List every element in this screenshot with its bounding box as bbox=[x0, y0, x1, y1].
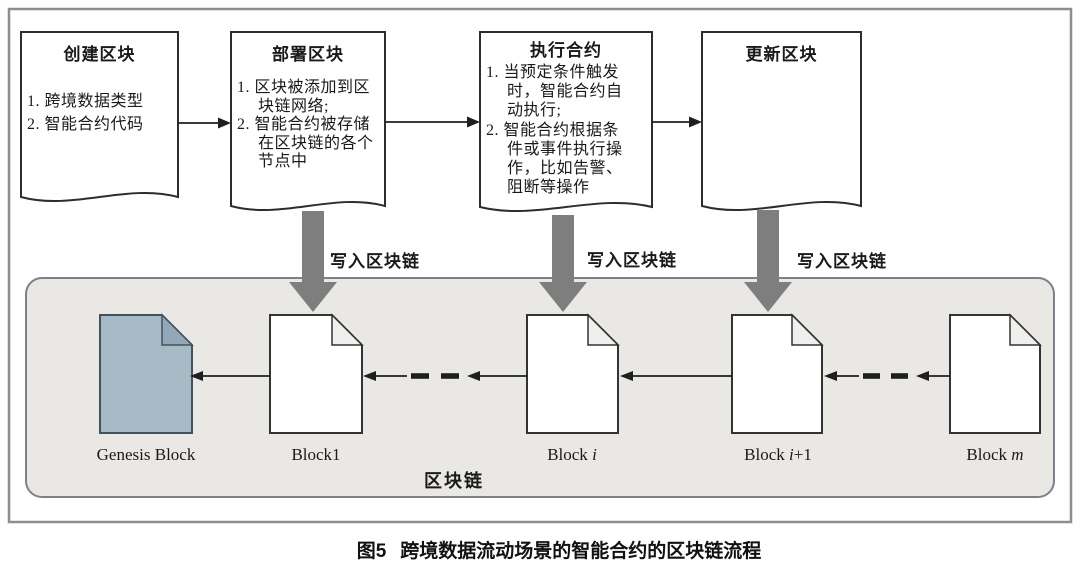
arrow-deploy-to-execute bbox=[385, 116, 480, 128]
write-to-chain-label: 写入区块链 bbox=[797, 252, 887, 271]
write-arrow-execute bbox=[539, 215, 587, 312]
step-title: 执行合约 bbox=[530, 41, 602, 60]
create-block-doc-shape bbox=[20, 31, 179, 203]
block-label-text: Block1 bbox=[291, 445, 341, 464]
block-label-text: Block bbox=[966, 445, 1012, 464]
write-to-chain-label: 写入区块链 bbox=[330, 252, 420, 271]
step-box-update-block: 更新区块 bbox=[702, 32, 861, 65]
block-label-var: i bbox=[592, 445, 597, 464]
block-m-icon bbox=[949, 313, 1042, 434]
step-title: 更新区块 bbox=[745, 45, 818, 64]
step-lines: 1. 跨境数据类型 2. 智能合约代码 bbox=[21, 90, 178, 136]
step-line: 件或事件执行操 bbox=[507, 140, 623, 158]
chain-arrow-block1-to-genesis bbox=[190, 371, 270, 381]
block-i-plus-1-icon bbox=[731, 313, 824, 434]
step-line: 1. 跨境数据类型 bbox=[27, 93, 144, 110]
step-box-create-block: 创建区块 1. 跨境数据类型 2. 智能合约代码 bbox=[21, 32, 178, 136]
genesis-block-label: Genesis Block bbox=[46, 445, 246, 465]
block-1-icon bbox=[269, 313, 364, 434]
block-label-text: Block bbox=[744, 445, 790, 464]
figure-caption: 图5 跨境数据流动场景的智能合约的区块链流程 bbox=[0, 536, 1080, 563]
block-i-label: Block i bbox=[472, 445, 672, 465]
chain-arrow-blockm-to-blocki1-dashed bbox=[824, 371, 950, 381]
block-label-text: Genesis Block bbox=[96, 445, 196, 464]
step-title: 创建区块 bbox=[63, 45, 136, 64]
deploy-block-doc-shape bbox=[230, 31, 386, 212]
outer-border-frame bbox=[7, 7, 1073, 524]
step-line: 在区块链的各个 bbox=[258, 134, 374, 152]
execute-contract-doc-shape bbox=[479, 31, 653, 213]
block-i-plus-1-label: Block i+1 bbox=[678, 445, 878, 465]
blockchain-container-label: 区块链 bbox=[424, 471, 484, 491]
block-m-label: Block m bbox=[895, 445, 1080, 465]
step-line: 阻断等操作 bbox=[507, 179, 590, 197]
figure-number: 图5 bbox=[356, 541, 387, 562]
step-box-execute-contract: 执行合约 1. 当预定条件触发时，智能合约自动执行;2. 智能合约根据条件或事件… bbox=[480, 32, 652, 197]
step-line: 2. 智能合约被存储 bbox=[237, 116, 371, 134]
step-line: 节点中 bbox=[258, 153, 308, 171]
chain-arrow-blocki1-to-blocki bbox=[620, 371, 732, 381]
step-line: 1. 区块被添加到区 bbox=[237, 79, 371, 96]
write-arrow-update bbox=[744, 210, 792, 312]
arrow-execute-to-update bbox=[652, 116, 702, 128]
step-line: 时，智能合约自 bbox=[507, 83, 623, 101]
step-line: 2. 智能合约根据条 bbox=[486, 121, 620, 139]
block-1-label: Block1 bbox=[216, 445, 416, 465]
step-box-deploy-block: 部署区块 1. 区块被添加到区块链网络;2. 智能合约被存储在区块链的各个节点中 bbox=[231, 32, 385, 172]
step-line: 作，比如告警、 bbox=[507, 160, 623, 178]
block-label-text: Block bbox=[547, 445, 593, 464]
block-label-var: m bbox=[1011, 445, 1024, 464]
genesis-block-icon bbox=[99, 313, 194, 434]
step-line: 2. 智能合约代码 bbox=[27, 116, 144, 133]
write-to-chain-label: 写入区块链 bbox=[587, 251, 677, 270]
arrow-create-to-deploy bbox=[178, 117, 231, 129]
step-line: 1. 当预定条件触发 bbox=[486, 64, 620, 81]
block-label-suffix: +1 bbox=[793, 445, 812, 464]
step-lines: 1. 区块被添加到区块链网络;2. 智能合约被存储在区块链的各个节点中 bbox=[231, 79, 385, 172]
step-title: 部署区块 bbox=[272, 45, 344, 64]
chain-arrow-blocki-to-block1-dashed bbox=[363, 371, 527, 381]
block-i-icon bbox=[526, 313, 620, 434]
write-arrow-deploy bbox=[289, 211, 337, 312]
update-block-doc-shape bbox=[701, 31, 862, 212]
figure-caption-text: 跨境数据流动场景的智能合约的区块链流程 bbox=[400, 541, 762, 562]
step-lines: 1. 当预定条件触发时，智能合约自动执行;2. 智能合约根据条件或事件执行操作，… bbox=[480, 63, 652, 197]
block-label-var: i bbox=[789, 445, 794, 464]
step-line: 块链网络; bbox=[258, 97, 329, 115]
step-line: 动执行; bbox=[507, 102, 562, 120]
